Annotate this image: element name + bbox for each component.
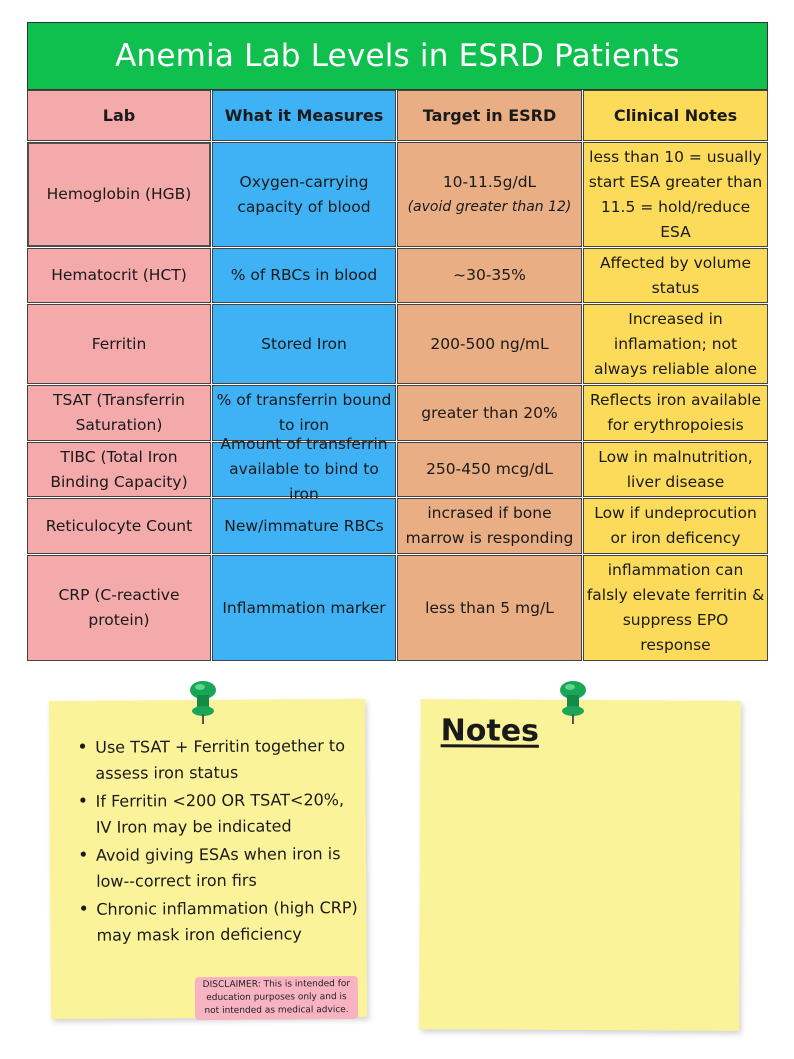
notes-heading: Notes <box>440 713 540 749</box>
page-title-bar: Anemia Lab Levels in ESRD Patients <box>27 22 768 90</box>
disclaimer-badge: DISCLAIMER: This is intended for educati… <box>194 975 359 1021</box>
sticky-note-tips: Use TSAT + Ferritin together to assess i… <box>48 698 368 1021</box>
tips-list: Use TSAT + Ferritin together to assess i… <box>75 733 362 951</box>
table-cell-lab: Reticulocyte Count <box>27 498 211 554</box>
target-value: 10-11.5g/dL <box>442 172 537 191</box>
table-cell-lab: TSAT (Transferrin Saturation) <box>27 385 211 441</box>
sticky-note-notes: Notes <box>419 699 741 1031</box>
table-cell-measures: Oxygen-carrying capacity of blood <box>212 142 396 247</box>
target-note: (avoid greater than 12) <box>407 198 572 215</box>
table-cell-measures: Stored Iron <box>212 304 396 384</box>
table-cell-notes: Affected by volume status <box>583 248 768 303</box>
table-cell-notes: Increased in inflamation; not always rel… <box>583 304 768 384</box>
table-cell-target: 200-500 ng/mL <box>397 304 582 384</box>
table-cell-target: less than 5 mg/L <box>397 555 582 661</box>
list-item: If Ferritin <200 OR TSAT<20%, IV Iron ma… <box>76 787 361 841</box>
list-item: Avoid giving ESAs when iron is low--corr… <box>76 841 361 895</box>
table-cell-notes: Low in malnutrition, liver disease <box>583 442 768 497</box>
table-cell-notes: Low if undeprocution or iron deficency <box>583 498 768 554</box>
table-cell-measures: Inflammation marker <box>212 555 396 661</box>
table-cell-lab: Ferritin <box>27 304 211 384</box>
header-what-it-measures: What it Measures <box>212 90 396 141</box>
push-pin-icon <box>560 681 586 724</box>
table-cell-measures: New/immature RBCs <box>212 498 396 554</box>
header-clinical-notes: Clinical Notes <box>583 90 768 141</box>
table-cell-lab: Hemoglobin (HGB) <box>27 142 211 247</box>
header-lab: Lab <box>27 90 211 141</box>
table-cell-notes: inflammation can falsly elevate ferritin… <box>583 555 768 661</box>
table-cell-lab: TIBC (Total Iron Binding Capacity) <box>27 442 211 497</box>
table-cell-measures: % of transferrin bound to iron <box>212 385 396 441</box>
table-cell-measures: % of RBCs in blood <box>212 248 396 303</box>
push-pin-icon <box>190 681 216 724</box>
page-title: Anemia Lab Levels in ESRD Patients <box>115 38 680 74</box>
table-cell-lab: Hematocrit (HCT) <box>27 248 211 303</box>
table-cell-notes: less than 10 = usually start ESA greater… <box>583 142 768 247</box>
table-cell-lab: CRP (C-reactive protein) <box>27 555 211 661</box>
list-item: Chronic inflammation (high CRP) may mask… <box>76 895 361 949</box>
header-target-in-esrd: Target in ESRD <box>397 90 582 141</box>
table-cell-target: greater than 20% <box>397 385 582 441</box>
table-cell-target: 10-11.5g/dL (avoid greater than 12) <box>397 142 582 247</box>
table-cell-notes: Reflects iron available for erythropoies… <box>583 385 768 441</box>
list-item: Use TSAT + Ferritin together to assess i… <box>75 733 360 787</box>
table-cell-target: 250-450 mcg/dL <box>397 442 582 497</box>
table-cell-target: ~30-35% <box>397 248 582 303</box>
table-cell-measures: Amount of transferrin available to bind … <box>212 435 396 503</box>
table-cell-target: incrased if bone marrow is responding <box>397 498 582 554</box>
